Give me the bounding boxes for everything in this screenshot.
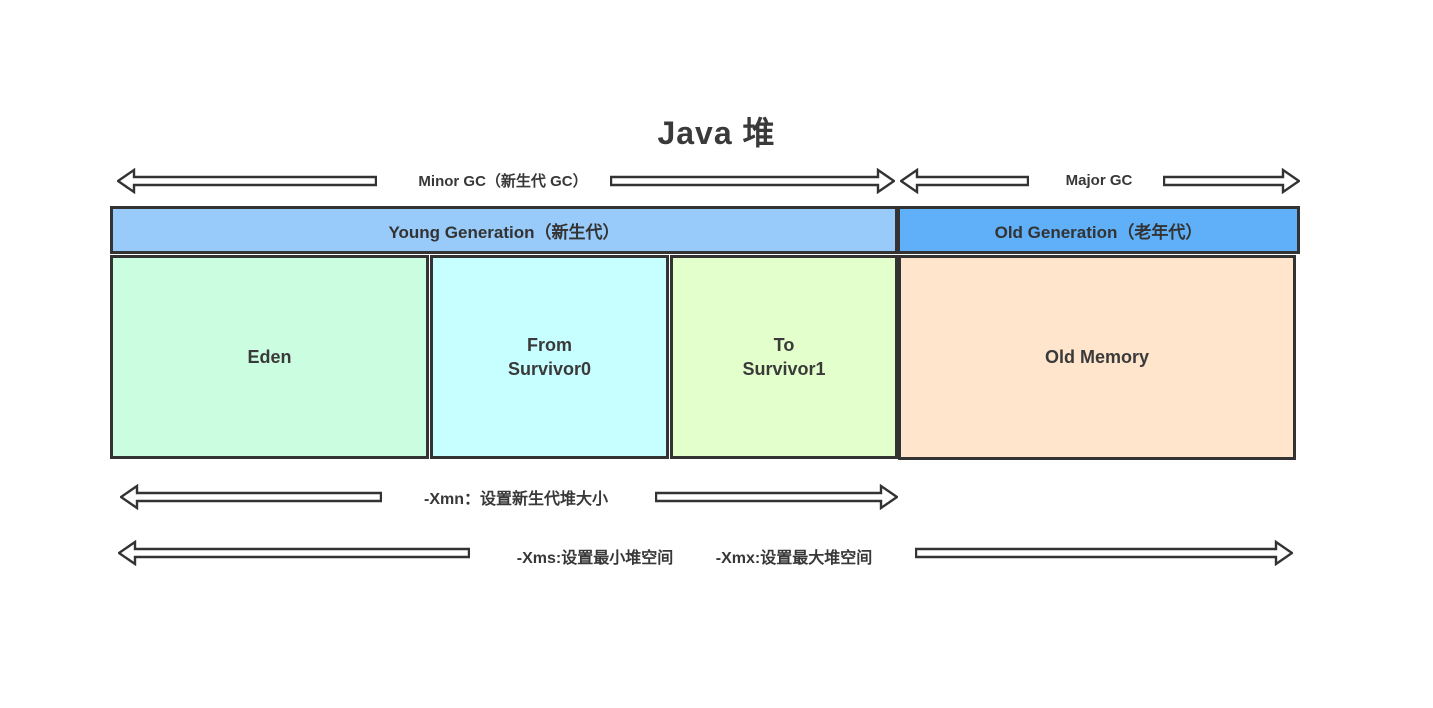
old-memory-region: Old Memory xyxy=(898,255,1296,460)
major-gc-right-arrow-icon xyxy=(1163,168,1300,194)
diagram-title: Java 堆 xyxy=(657,115,776,151)
major-gc-label: Major GC xyxy=(1065,171,1133,189)
young-generation-label: Young Generation（新生代） xyxy=(388,222,620,242)
xmx-label: -Xmx:设置最大堆空间 xyxy=(715,550,873,567)
xms-left-arrow-icon xyxy=(118,540,470,566)
minor-gc-right-arrow-icon xyxy=(610,168,895,194)
xmn-label: -Xmn：设置新生代堆大小 xyxy=(423,491,608,508)
to-survivor1-region: To Survivor1 xyxy=(670,255,898,459)
from-survivor0-label: From Survivor0 xyxy=(507,334,592,379)
xmn-left-arrow-icon xyxy=(120,484,382,510)
to-survivor1-label: To Survivor1 xyxy=(742,334,826,379)
old-memory-label: Old Memory xyxy=(1044,347,1150,368)
eden-label: Eden xyxy=(247,346,292,367)
major-gc-left-arrow-icon xyxy=(900,168,1029,194)
from-survivor0-region: From Survivor0 xyxy=(430,255,669,459)
xmx-right-arrow-icon xyxy=(915,540,1293,566)
minor-gc-label: Minor GC（新生代 GC） xyxy=(418,172,588,190)
old-generation-bar: Old Generation（老年代） xyxy=(897,206,1300,254)
eden-region: Eden xyxy=(110,255,429,459)
old-generation-label: Old Generation（老年代） xyxy=(994,222,1203,242)
xms-label: -Xms:设置最小堆空间 xyxy=(516,550,674,567)
xmn-right-arrow-icon xyxy=(655,484,898,510)
minor-gc-left-arrow-icon xyxy=(117,168,377,194)
young-generation-bar: Young Generation（新生代） xyxy=(110,206,898,254)
